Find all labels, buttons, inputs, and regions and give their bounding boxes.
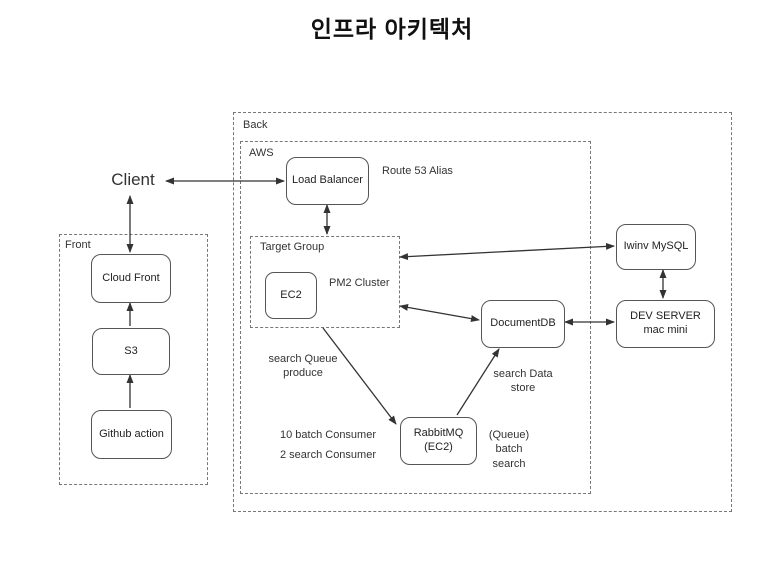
queue-batch-search-line3: search xyxy=(492,457,526,470)
cloud-front-node: Cloud Front xyxy=(91,254,171,303)
search-queue-produce-line2: produce xyxy=(283,367,323,380)
iwinv-mysql-label: Iwinv MySQL xyxy=(623,240,689,253)
rabbitmq-label-line1: RabbitMQ xyxy=(413,427,464,440)
document-db-node: DocumentDB xyxy=(481,300,565,348)
search-consumer-label: 2 search Consumer xyxy=(280,449,376,461)
queue-batch-search-label: (Queue) batch search xyxy=(478,428,540,471)
queue-batch-search-line2: batch xyxy=(495,443,523,456)
search-data-store-line2: store xyxy=(510,382,536,395)
load-balancer-label: Load Balancer xyxy=(292,174,363,187)
rabbitmq-label-line2: (EC2) xyxy=(424,441,453,453)
iwinv-mysql-node: Iwinv MySQL xyxy=(616,224,696,270)
pm2-cluster-label: PM2 Cluster xyxy=(329,277,390,289)
back-container xyxy=(233,112,732,512)
queue-batch-search-line1: (Queue) xyxy=(488,429,530,441)
search-data-store-line1: search Data xyxy=(493,368,553,380)
front-container xyxy=(59,234,208,485)
document-db-label: DocumentDB xyxy=(490,317,556,330)
dev-server-label-line2: mac mini xyxy=(643,324,688,336)
load-balancer-node: Load Balancer xyxy=(286,157,369,205)
ec2-label: EC2 xyxy=(280,288,302,301)
aws-container xyxy=(240,141,591,494)
client-node: Client xyxy=(111,170,155,189)
aws-container-label: AWS xyxy=(249,147,274,159)
github-action-label: Github action xyxy=(99,427,164,440)
dev-server-node: DEV SERVER mac mini xyxy=(616,300,715,348)
rabbitmq-node: RabbitMQ (EC2) xyxy=(400,417,477,465)
cloud-front-label: Cloud Front xyxy=(102,271,160,284)
github-action-node: Github action xyxy=(91,410,172,459)
search-queue-produce-label: search Queue produce xyxy=(258,352,348,381)
target-group-label: Target Group xyxy=(260,241,325,253)
s3-label: S3 xyxy=(124,344,138,357)
target-group-container xyxy=(250,236,400,328)
batch-consumer-label: 10 batch Consumer xyxy=(280,429,376,441)
edge-rabbitmq-documentdb xyxy=(456,348,500,416)
route53-alias-label: Route 53 Alias xyxy=(382,165,453,177)
s3-node: S3 xyxy=(92,328,170,375)
back-container-label: Back xyxy=(243,119,268,131)
edge-targetgroup-rabbitmq xyxy=(322,327,397,425)
edge-targetgroup-iwinv xyxy=(399,242,615,261)
search-data-store-label: search Data store xyxy=(487,367,559,396)
ec2-node: EC2 xyxy=(265,272,317,319)
diagram-title: 인프라 아키텍처 xyxy=(310,16,474,42)
search-queue-produce-line1: search Queue xyxy=(268,353,338,365)
front-container-label: Front xyxy=(65,239,91,251)
dev-server-label-line1: DEV SERVER xyxy=(630,310,701,323)
edge-targetgroup-documentdb xyxy=(399,303,480,323)
